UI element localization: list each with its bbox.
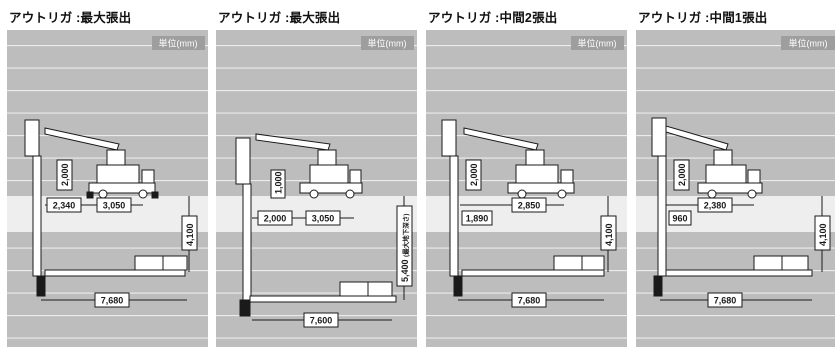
dim-reach-label: 7,600 — [310, 316, 333, 326]
dim-right-label: 2,850 — [518, 201, 541, 211]
dim-drop-box — [814, 215, 831, 251]
unit-label: 単位(mm) — [578, 38, 617, 49]
dim-height-label: 2,000 — [469, 163, 479, 186]
unit-box — [361, 36, 414, 50]
boom-arm — [24, 119, 120, 297]
dim-drop-label: 4,100 — [604, 223, 614, 246]
dim-reach-label: 7,680 — [518, 296, 541, 306]
dim-drop-box — [600, 215, 617, 251]
dim-reach-box — [511, 292, 547, 308]
unit-box — [152, 36, 205, 50]
dim-reach-box — [94, 292, 130, 308]
dim-right-label: 3,050 — [103, 201, 126, 211]
dim-reach-box — [707, 292, 743, 308]
dim-left-box — [257, 210, 293, 226]
dim-right-label: 3,050 — [312, 214, 335, 224]
dim-drop-label: 5,400 (最大地下深さ) — [400, 214, 410, 282]
work-platform — [44, 255, 188, 277]
dim-height-label: 1,000 — [274, 171, 284, 194]
work-platform — [665, 255, 813, 277]
dim-left-label: 2,340 — [53, 201, 76, 211]
dim-left-box — [461, 210, 493, 226]
truck-icon — [299, 149, 363, 199]
dim-left-label: 960 — [672, 214, 687, 224]
diagram-panel-2: アウトリガ :最大張出 単位(mm) 1,000 2,000 — [216, 0, 417, 354]
panel-title: アウトリガ :中間1張出 — [638, 11, 768, 25]
boom-arm — [235, 133, 331, 317]
work-platform — [461, 255, 605, 277]
dim-height-label: 2,000 — [677, 163, 687, 186]
diagram-canvas: 単位(mm) 1,000 2,000 3,050 5,400 — [216, 30, 417, 347]
dim-height-box — [465, 159, 482, 191]
unit-label: 単位(mm) — [789, 38, 828, 49]
diagram-panel-4: アウトリガ :中間1張出 単位(mm) 2,000 960 — [636, 0, 835, 354]
dim-height-label: 2,000 — [60, 163, 70, 186]
unit-label: 単位(mm) — [368, 38, 407, 49]
unit-box — [781, 36, 835, 50]
diagram-panel-3: アウトリガ :中間2張出 単位(mm) 2,000 1,890 — [426, 0, 627, 354]
panel-title: アウトリガ :中間2張出 — [428, 11, 558, 25]
dim-right-box — [305, 210, 341, 226]
dim-right-box — [96, 197, 132, 213]
dim-drop-box — [181, 215, 198, 251]
dim-drop-box — [396, 205, 413, 287]
truck-icon — [697, 149, 763, 199]
dim-right-box — [697, 197, 733, 213]
diagram-canvas: 単位(mm) 2,000 1,890 2,850 4,100 — [426, 30, 627, 347]
panel-title: アウトリガ :最大張出 — [218, 11, 341, 25]
unit-box — [571, 36, 624, 50]
dim-height-box — [673, 159, 690, 191]
boom-arm — [441, 119, 539, 297]
dim-left-label: 1,890 — [466, 214, 489, 224]
dim-height-box — [270, 169, 286, 199]
dim-drop-label: 4,100 — [818, 223, 828, 246]
dim-left-box — [668, 210, 692, 226]
unit-label: 単位(mm) — [159, 38, 198, 49]
dim-right-label: 2,380 — [704, 201, 727, 211]
dim-drop-label: 4,100 — [185, 223, 195, 246]
dim-reach-label: 7,680 — [101, 296, 124, 306]
diagram-canvas: 単位(mm) 2,000 2, — [7, 30, 208, 347]
truck-icon — [507, 149, 575, 199]
diagram-canvas: 単位(mm) 2,000 960 2,380 4,100 — [636, 30, 835, 347]
panel-title: アウトリガ :最大張出 — [9, 11, 132, 25]
dim-left-box — [46, 197, 82, 213]
dim-right-box — [511, 197, 547, 213]
dim-reach-box — [303, 312, 339, 328]
diagram-panel-1: アウトリガ :最大張出 単位(mm) — [7, 0, 208, 354]
boom-arm — [651, 117, 729, 297]
dim-height-box — [56, 159, 73, 191]
dim-left-label: 2,000 — [264, 214, 287, 224]
work-platform — [249, 281, 397, 303]
dim-reach-label: 7,680 — [714, 296, 737, 306]
